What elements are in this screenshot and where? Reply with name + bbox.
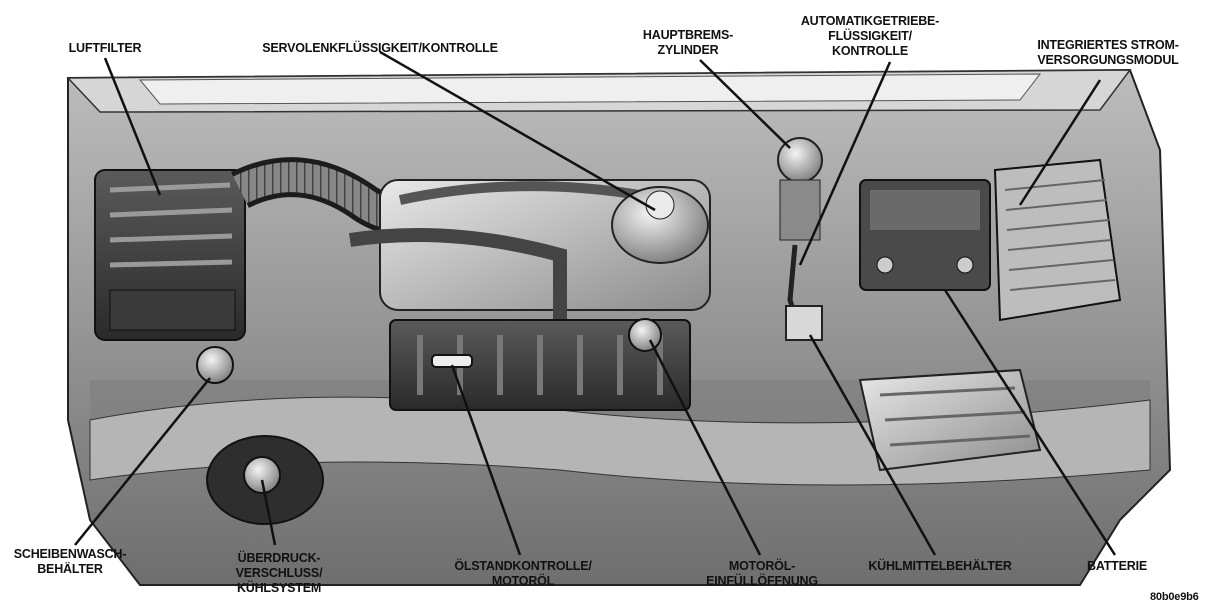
label-kuehlmittelbehaelter: KÜHLMITTELBEHÄLTER [868,559,1012,574]
label-batterie: BATTERIE [1087,559,1147,574]
label-line: AUTOMATIKGETRIEBE- [800,14,940,28]
label-stromversorgungsmodul: INTEGRIERTES STROM- VERSORGUNGSMODUL [1037,38,1179,68]
label-line: BEHÄLTER [37,562,103,576]
radiator-pressure-cap [206,435,324,525]
washer-reservoir-cap [196,346,234,384]
label-ueberdruckverschluss: ÜBERDRUCK- VERSCHLUSS/ KÜHLSYSTEM [236,551,323,596]
oil-filler-cap [628,318,662,352]
coolant-reservoir [858,368,1042,472]
leader-lines [74,50,1117,556]
label-scheibenwaschbehaelter: SCHEIBENWASCH- BEHÄLTER [13,547,127,577]
label-servolenkung: SERVOLENKFLÜSSIGKEIT/KONTROLLE [262,41,498,56]
label-motoroel-einfuelloeffnung: MOTORÖL- EINFÜLLÖFFNUNG [706,559,818,589]
transmission-dipstick [785,244,823,341]
label-automatikgetriebe: AUTOMATIKGETRIEBE- FLÜSSIGKEIT/ KONTROLL… [801,14,939,59]
power-steering-reservoir [611,186,709,264]
label-line: INTEGRIERTES STROM- [1037,38,1179,52]
label-line: KÜHLSYSTEM [236,581,322,595]
label-line: ÖLSTANDKONTROLLE/ [454,559,592,573]
label-line: ÜBERDRUCK- [237,551,321,565]
label-line: KONTROLLE [832,44,908,58]
label-line: HAUPTBREMS- [642,28,734,42]
label-line: FLÜSSIGKEIT/ [828,29,912,43]
battery [859,179,991,291]
label-line: LUFTFILTER [68,41,142,55]
label-line: SERVOLENKFLÜSSIGKEIT/KONTROLLE [262,41,498,55]
label-luftfilter: LUFTFILTER [69,41,142,56]
label-line: KÜHLMITTELBEHÄLTER [868,559,1012,573]
label-line: ZYLINDER [657,43,719,57]
label-line: MOTORÖL- [728,559,796,573]
power-distribution-module [993,158,1122,322]
label-line: VERSORGUNGSMODUL [1037,53,1179,67]
label-line: EINFÜLLÖFFNUNG [706,574,818,588]
label-line: SCHEIBENWASCH- [13,547,127,561]
brake-master-cylinder [777,137,823,241]
label-oelstandkontrolle: ÖLSTANDKONTROLLE/ MOTORÖL [454,559,592,589]
label-line: VERSCHLUSS/ [235,566,323,580]
label-hauptbremszylinder: HAUPTBREMS- ZYLINDER [643,28,733,58]
air-filter-box [94,169,246,341]
label-line: BATTERIE [1087,559,1147,573]
label-line: MOTORÖL [491,574,555,588]
image-code: 80b0e9b6 [1150,591,1199,603]
